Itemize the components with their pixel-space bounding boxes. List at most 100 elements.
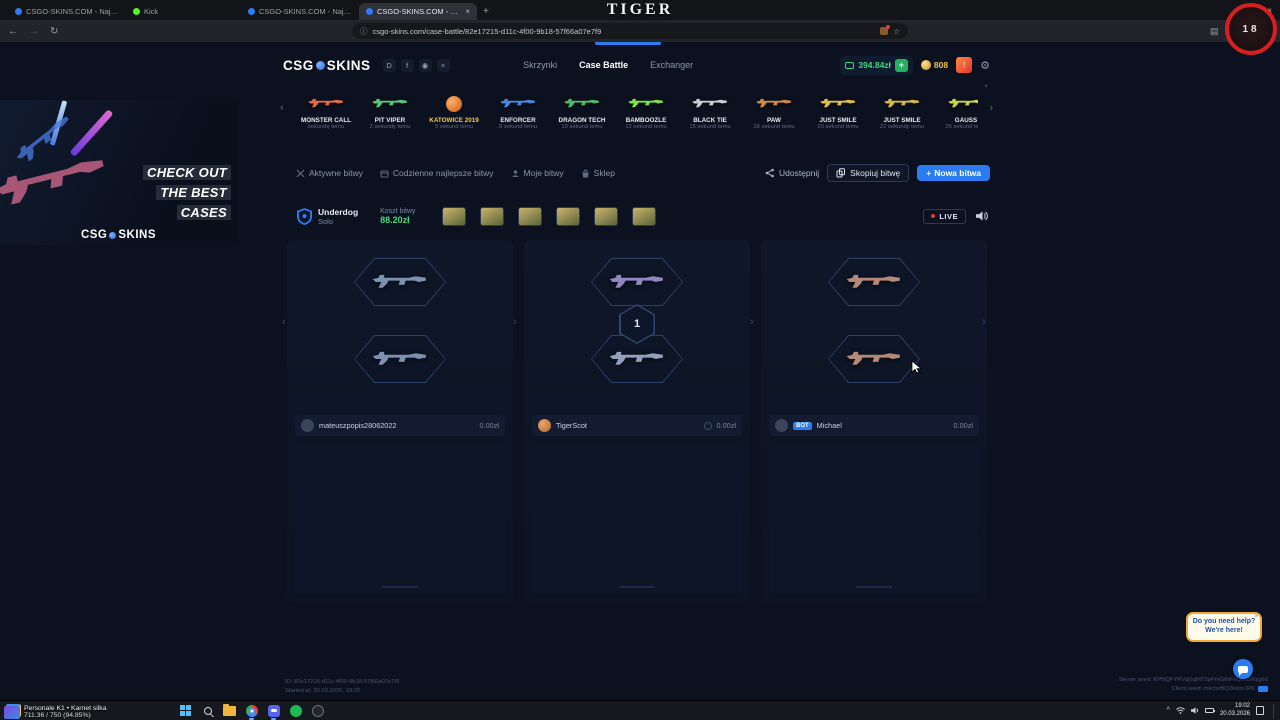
x-icon[interactable]: × xyxy=(436,58,450,72)
browser-tab[interactable]: CSGO-SKINS.COM - Najlepsze Skrzy xyxy=(241,3,359,20)
case-card[interactable]: GAUSS 25 sekund temu xyxy=(935,90,978,130)
taskbar-clock[interactable]: 19:02 20.03.2026 xyxy=(1219,702,1250,717)
swords-icon xyxy=(296,169,305,177)
tab-favicon xyxy=(248,8,255,15)
share-button[interactable]: Udostępnij xyxy=(765,168,819,178)
notification-icon[interactable] xyxy=(1256,706,1264,715)
instagram-icon[interactable]: ◉ xyxy=(418,58,432,72)
case-card[interactable]: JUST SMILE 20 sekund temu xyxy=(807,90,869,130)
reload-icon[interactable]: ↻ xyxy=(50,25,59,37)
battle-case-thumb[interactable] xyxy=(593,206,618,226)
weapon-image xyxy=(371,271,429,294)
address-bar[interactable]: ⓘ csgo-skins.com/case-battle/82e17215-d1… xyxy=(352,23,908,39)
case-image xyxy=(551,90,613,117)
weapon-slot xyxy=(828,335,920,383)
battle-case-thumb[interactable] xyxy=(631,206,656,226)
case-card[interactable]: PIT VIPER 2 sekundy temu xyxy=(359,90,421,130)
tab-close-icon[interactable]: × xyxy=(465,7,470,16)
help-close-icon[interactable]: × xyxy=(1254,614,1258,620)
battle-case-thumb[interactable] xyxy=(555,206,580,226)
file-explorer-icon[interactable] xyxy=(223,703,236,717)
help-tooltip[interactable]: × Do you need help? We're here! xyxy=(1186,612,1262,642)
spotify-icon[interactable] xyxy=(289,704,302,717)
tab-favicon xyxy=(366,8,373,15)
nav-case-battle[interactable]: Case Battle xyxy=(579,60,629,70)
player-row[interactable]: BOT Michael 0.00zł xyxy=(769,415,979,436)
case-card[interactable]: ENFORCER 8 sekund temu xyxy=(487,90,549,130)
carousel-prev-icon[interactable]: ‹ xyxy=(280,102,284,114)
site-header: CSG SKINS D f ◉ × Skrzynki Case Battle E… xyxy=(283,52,990,78)
chrome-icon[interactable] xyxy=(245,704,258,720)
browser-tab-active[interactable]: CSGO-SKINS.COM - Najleps × xyxy=(359,3,477,20)
coins-balance[interactable]: 808 xyxy=(920,60,948,70)
facebook-icon[interactable]: f xyxy=(400,58,414,72)
case-card[interactable]: MONSTER CALL sekundę temu xyxy=(295,90,357,130)
case-card[interactable]: JUST SMILE 22 sekundy temu xyxy=(871,90,933,130)
promo-icon[interactable]: ! xyxy=(956,57,973,73)
browser-tab[interactable]: Kick xyxy=(126,3,241,20)
sidebar-icon[interactable]: ▤ xyxy=(1209,25,1219,36)
sound-icon[interactable] xyxy=(976,211,988,221)
case-image xyxy=(679,90,741,117)
discord-icon[interactable]: D xyxy=(382,58,396,72)
case-card[interactable]: BAMBOOZLE 12 sekund temu xyxy=(615,90,677,130)
case-image xyxy=(359,90,421,117)
show-desktop-button[interactable] xyxy=(1273,703,1275,718)
filter-my-battles[interactable]: Moje bitwy xyxy=(511,168,564,178)
player-row[interactable]: TigerScot 0.00zł xyxy=(532,415,742,436)
shop-bag-icon xyxy=(582,169,589,177)
player-row[interactable]: mateuszpopis28062022 0.00zł xyxy=(295,415,505,436)
filter-daily-best[interactable]: Codzienne najlepsze bitwy xyxy=(380,168,494,178)
site-info-icon[interactable]: ⓘ xyxy=(360,26,368,36)
battle-case-thumb[interactable] xyxy=(441,206,466,226)
site-logo[interactable]: CSG SKINS xyxy=(283,58,371,73)
stats-line1: Personale K1 • Karnet silka xyxy=(24,705,107,712)
balance-amount: 394.84zł xyxy=(858,60,891,70)
carousel-next-icon[interactable]: › xyxy=(989,102,993,114)
player-column-3: BOT Michael 0.00zł xyxy=(761,240,987,602)
deposit-button[interactable]: + xyxy=(894,58,908,72)
carousel-close-icon[interactable]: × xyxy=(984,83,988,90)
nav-exchanger[interactable]: Exchanger xyxy=(650,60,694,70)
battle-meta-right: Server seed: KPNQFYRVqGqMT5pPmGtNFkQ2S5R… xyxy=(1118,677,1268,693)
settings-gear-icon[interactable]: ⚙ xyxy=(980,59,990,72)
nav-skrzynki[interactable]: Skrzynki xyxy=(523,60,558,70)
case-card[interactable]: BLACK TIE 15 sekund temu xyxy=(679,90,741,130)
battle-case-thumb[interactable] xyxy=(517,206,542,226)
discord-icon[interactable] xyxy=(267,704,280,720)
case-card[interactable]: DRAGON TECH 10 sekund temu xyxy=(551,90,613,130)
seed-chip[interactable] xyxy=(1258,685,1268,692)
battle-columns: mateuszpopis28062022 0.00zł 1 TigerScot xyxy=(282,240,990,602)
copy-battle-button[interactable]: Skopiuj bitwę xyxy=(827,164,910,182)
obs-icon[interactable] xyxy=(311,704,324,717)
tab-title: CSGO-SKINS.COM - Najleps xyxy=(377,7,459,16)
wallet-balance[interactable]: 394.84zł + xyxy=(840,55,913,75)
forward-icon[interactable]: → xyxy=(29,25,39,37)
taskbar-search-icon[interactable] xyxy=(201,704,214,717)
case-image xyxy=(615,90,677,117)
adblock-icon[interactable] xyxy=(880,25,891,35)
bookmark-star-icon[interactable]: ☆ xyxy=(893,26,900,36)
new-tab-button[interactable]: + xyxy=(483,6,489,17)
new-battle-button[interactable]: + Nowa bitwa xyxy=(917,165,990,181)
browser-tabstrip: CSGO-SKINS.COM - Najlepsze Skrzy Kick CS… xyxy=(0,0,1280,20)
chat-button[interactable] xyxy=(1233,659,1253,679)
start-button[interactable] xyxy=(179,704,192,717)
wifi-icon[interactable] xyxy=(1176,707,1185,714)
volume-icon[interactable] xyxy=(1190,707,1199,714)
filter-shop[interactable]: Sklep xyxy=(581,168,615,178)
player-info-icon[interactable] xyxy=(703,421,712,430)
player-column-2: 1 TigerScot 0.00zł xyxy=(524,240,750,602)
battery-icon[interactable] xyxy=(1204,708,1215,713)
back-icon[interactable]: ← xyxy=(8,25,18,37)
case-card[interactable]: PAW 18 sekund temu xyxy=(743,90,805,130)
case-card[interactable]: KATOWICE 2019 5 sekund temu xyxy=(423,90,485,130)
case-image xyxy=(935,90,978,117)
browser-tab[interactable]: CSGO-SKINS.COM - Najlepsze Skrzy xyxy=(8,3,126,20)
tray-caret-icon[interactable]: ^ xyxy=(1166,707,1170,714)
filter-active-battles[interactable]: Aktywne bitwy xyxy=(296,168,363,178)
weapon-slot xyxy=(828,258,920,306)
battle-case-thumb[interactable] xyxy=(479,206,504,226)
